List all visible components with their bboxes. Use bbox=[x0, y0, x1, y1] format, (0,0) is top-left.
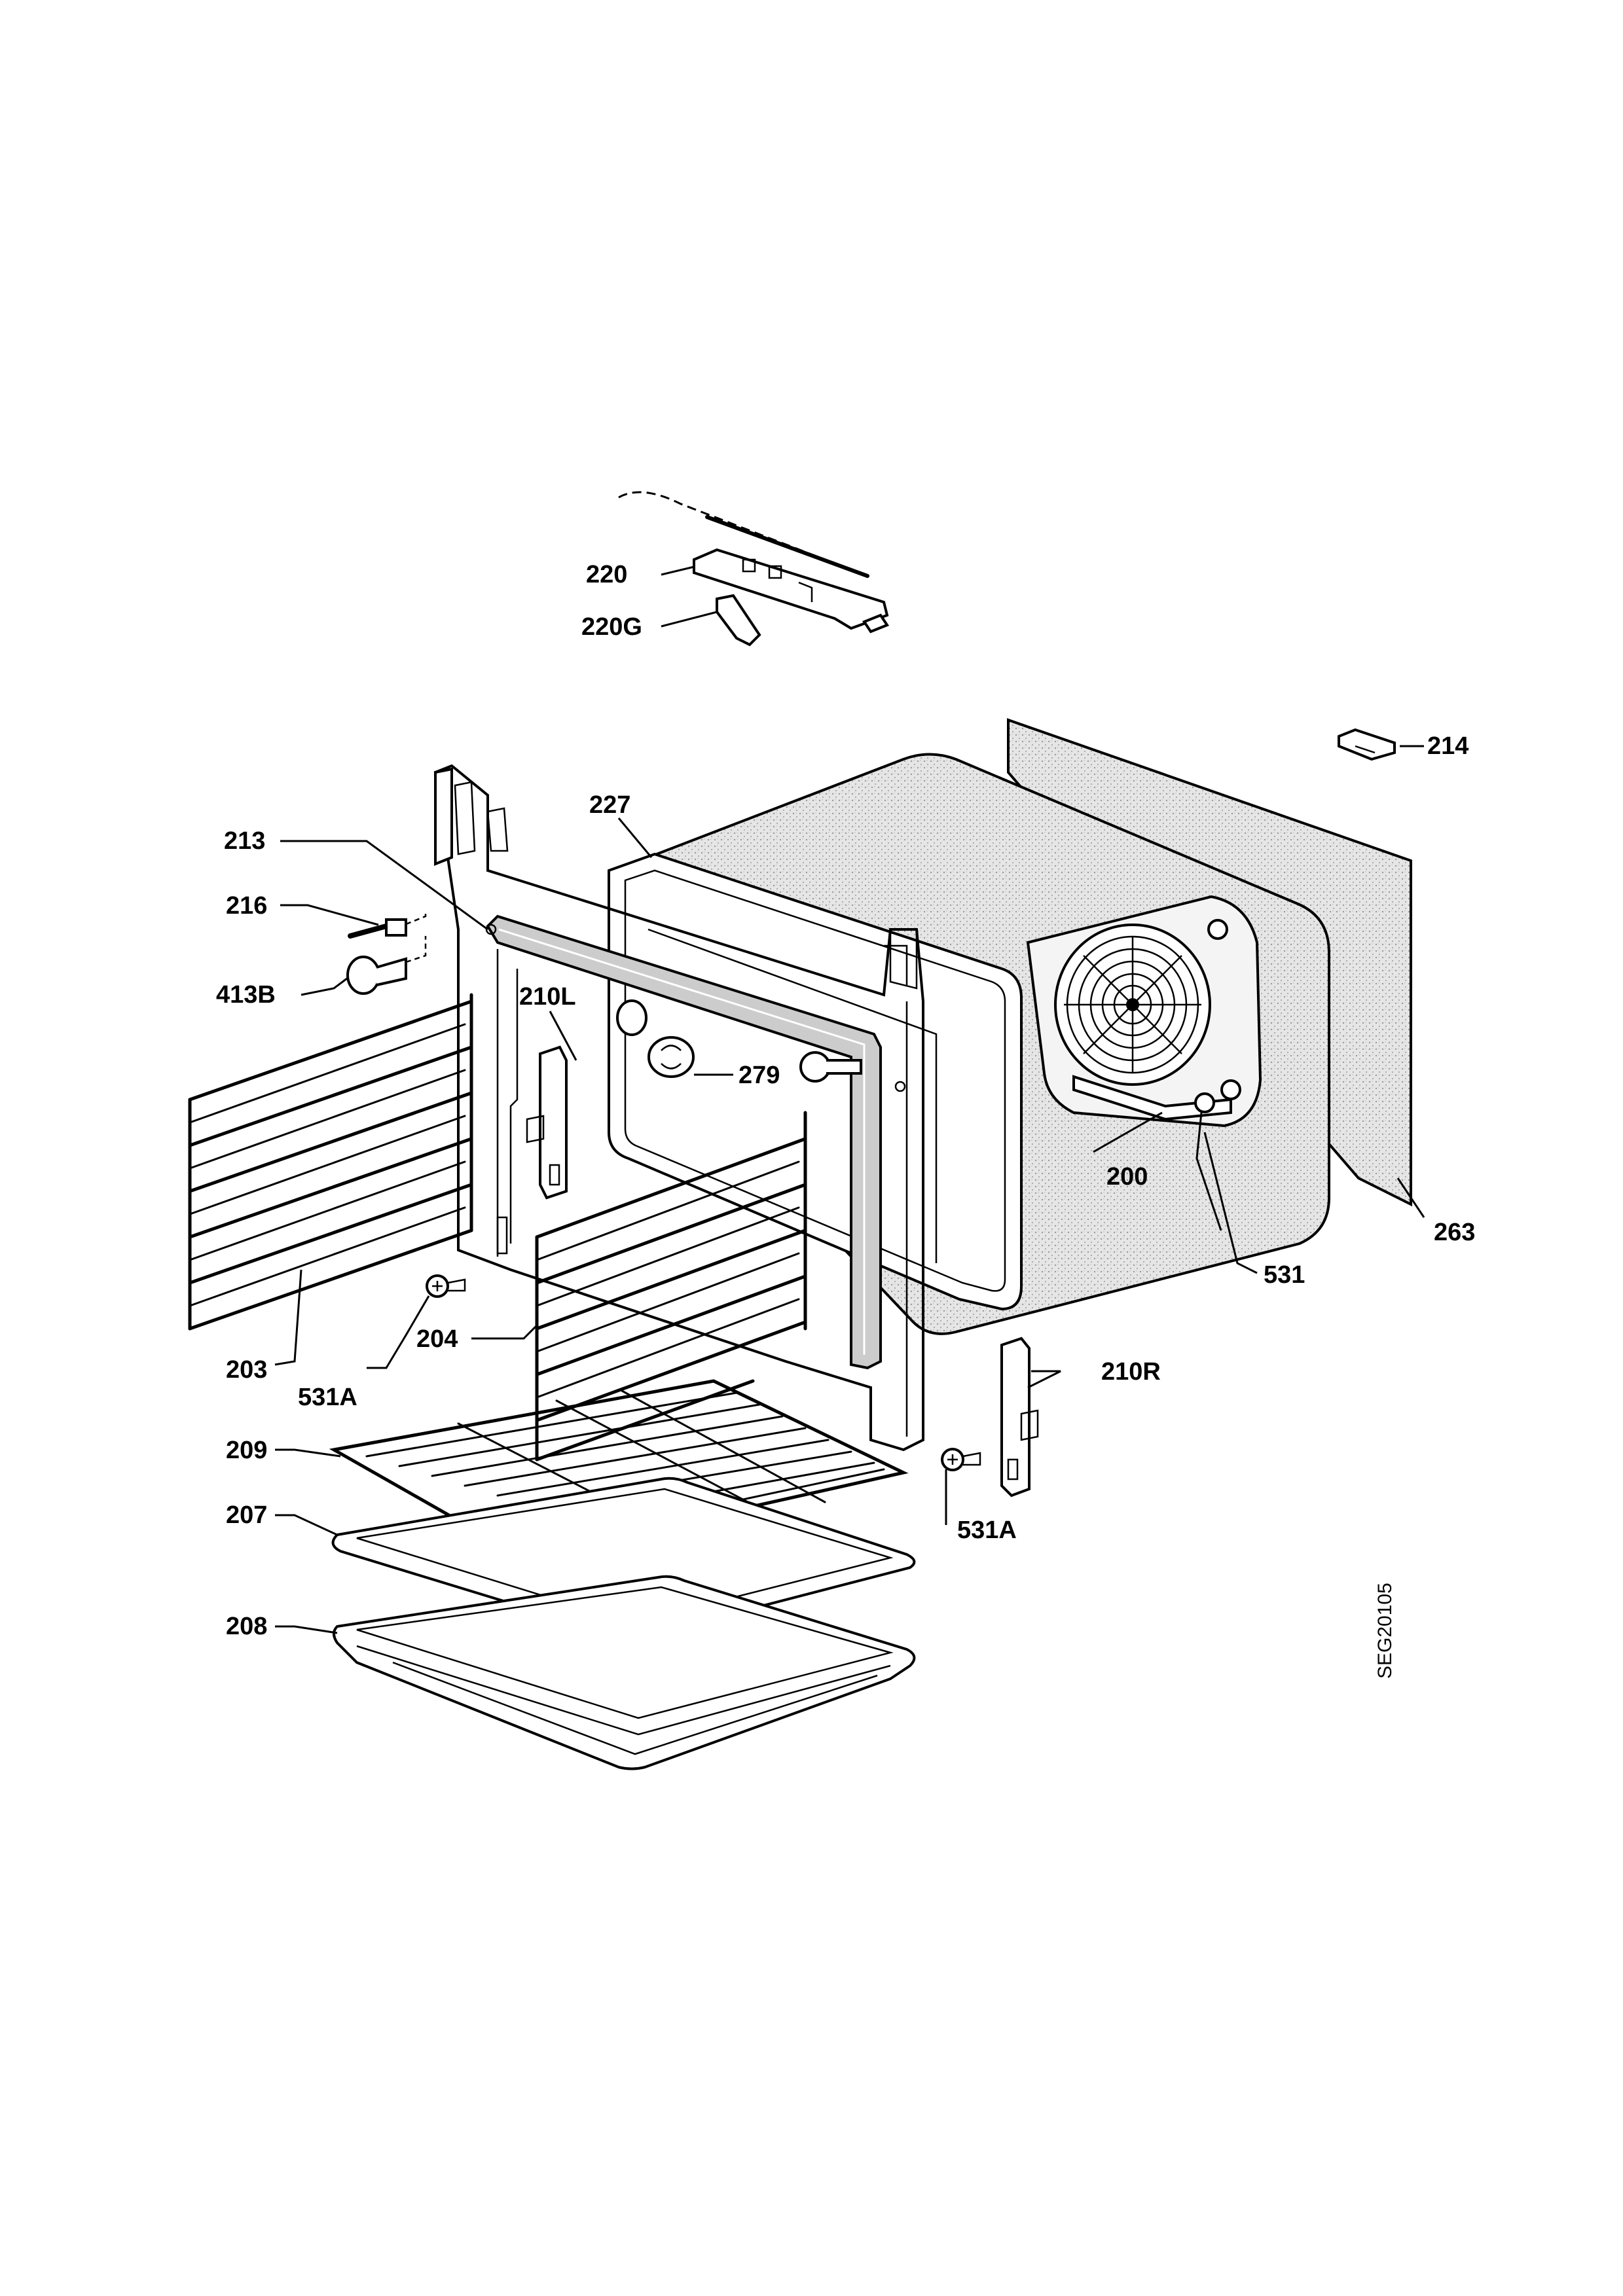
label-207: 207 bbox=[226, 1501, 267, 1529]
deep-baking-pan bbox=[333, 1575, 916, 1770]
front-frame bbox=[433, 764, 924, 1452]
screw-right bbox=[941, 1448, 981, 1471]
lamp-cover-part bbox=[616, 999, 695, 1078]
part-labels: 220 220G 214 227 213 216 413B 210L 279 2… bbox=[216, 561, 1475, 1640]
screw-left bbox=[426, 1274, 466, 1298]
label-200: 200 bbox=[1106, 1163, 1148, 1191]
label-531a-left: 531A bbox=[298, 1384, 357, 1411]
fan-motor-housing bbox=[1026, 895, 1262, 1128]
label-413b: 413B bbox=[216, 981, 276, 1009]
label-209: 209 bbox=[226, 1437, 267, 1464]
thermostat-bracket bbox=[618, 491, 890, 634]
side-runner-right bbox=[1000, 1336, 1039, 1498]
label-210l: 210L bbox=[519, 983, 576, 1011]
label-531a-right: 531A bbox=[957, 1516, 1017, 1544]
label-204: 204 bbox=[416, 1325, 458, 1353]
fixing-screw bbox=[348, 913, 427, 939]
fixing-knob bbox=[346, 936, 427, 995]
fan-grille bbox=[1054, 924, 1211, 1086]
label-203: 203 bbox=[226, 1356, 267, 1384]
label-216: 216 bbox=[226, 892, 267, 920]
diagram-reference-code: SEG20105 bbox=[1374, 1583, 1396, 1679]
side-runner-left bbox=[526, 1045, 568, 1200]
retaining-clip bbox=[1338, 728, 1396, 761]
thermostat-clip bbox=[716, 594, 761, 647]
label-210r: 210R bbox=[1101, 1358, 1161, 1386]
label-208: 208 bbox=[226, 1613, 267, 1640]
label-531: 531 bbox=[1264, 1261, 1305, 1289]
door-stop-bolt bbox=[799, 1051, 862, 1083]
label-227: 227 bbox=[589, 791, 630, 819]
label-263: 263 bbox=[1434, 1219, 1475, 1246]
label-213: 213 bbox=[224, 827, 265, 855]
label-214: 214 bbox=[1427, 732, 1468, 760]
door-seal-gasket bbox=[486, 914, 882, 1370]
wire-shelf-support-right bbox=[535, 1111, 807, 1462]
label-279: 279 bbox=[739, 1062, 780, 1089]
label-220: 220 bbox=[586, 561, 627, 588]
label-220g: 220G bbox=[581, 613, 642, 641]
wire-shelf-support-left bbox=[188, 993, 473, 1331]
leader-lines bbox=[274, 565, 1425, 1634]
